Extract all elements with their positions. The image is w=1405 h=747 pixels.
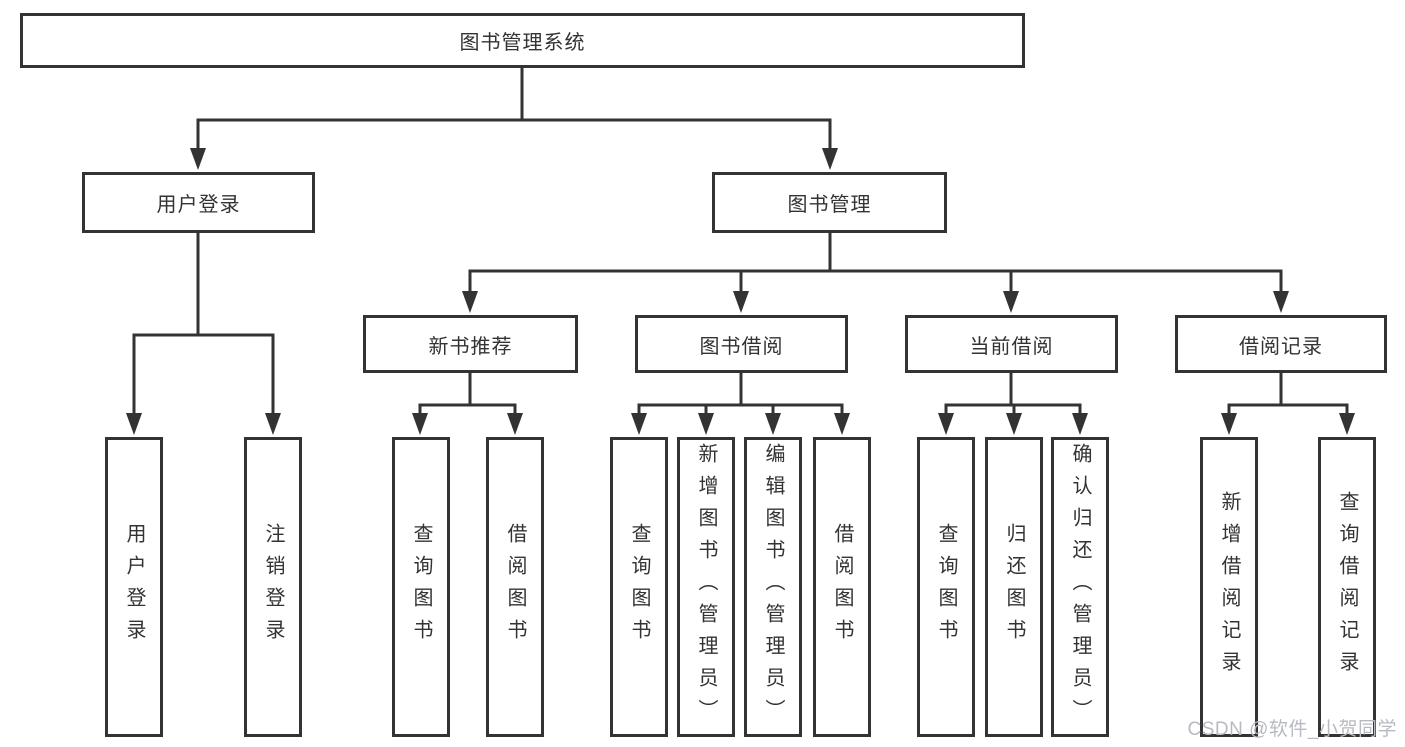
leaf-rec-query-book-label: 查询图书: [410, 523, 432, 651]
leaf-cb-query-book-label: 查询图书: [935, 523, 957, 651]
arrow-down-icon: [834, 413, 850, 435]
leaf-cb-return-book: 归还图书: [985, 437, 1043, 737]
node-current-borrow: 当前借阅: [905, 315, 1118, 373]
connector-user-branch: [132, 231, 275, 415]
arrow-down-icon: [1072, 413, 1088, 435]
node-new-book-recommend-label: 新书推荐: [428, 335, 513, 358]
leaf-bb-edit-book-admin-label: 编辑图书（管理员）: [762, 443, 784, 731]
arrow-down-icon: [126, 413, 142, 435]
node-root: 图书管理系统: [20, 13, 1025, 68]
leaf-bb-edit-book-admin: 编辑图书（管理员）: [744, 437, 802, 737]
leaf-br-add-record: 新增借阅记录: [1200, 437, 1258, 737]
arrow-down-icon: [462, 291, 478, 313]
arrow-down-icon: [1273, 291, 1289, 313]
leaf-rec-borrow-book-label: 借阅图书: [504, 523, 526, 651]
node-borrow-records-label: 借阅记录: [1239, 335, 1323, 358]
leaf-bb-query-book: 查询图书: [610, 437, 668, 737]
arrow-down-icon: [1006, 413, 1022, 435]
leaf-br-add-record-label: 新增借阅记录: [1218, 491, 1240, 683]
leaf-logout-label: 注销登录: [262, 523, 284, 651]
node-book-management-label: 图书管理: [787, 194, 872, 216]
csdn-watermark: CSDN @软件_小贺同学: [1187, 719, 1397, 740]
node-borrow-records: 借阅记录: [1175, 315, 1387, 373]
leaf-cb-confirm-return-admin: 确认归还（管理员）: [1051, 437, 1109, 737]
arrow-down-icon: [631, 413, 647, 435]
connector-root-branch: [196, 66, 832, 150]
connector-mgmt-branch: [468, 231, 1283, 293]
leaf-rec-query-book: 查询图书: [392, 437, 450, 737]
leaf-br-query-record: 查询借阅记录: [1318, 437, 1376, 737]
leaf-cb-confirm-return-admin-label: 确认归还（管理员）: [1069, 443, 1091, 731]
node-book-borrow: 图书借阅: [635, 315, 848, 373]
connector-rec-branch: [418, 371, 517, 415]
leaf-bb-borrow-book-label: 借阅图书: [831, 523, 853, 651]
connector-current-branch: [944, 371, 1082, 415]
leaf-user-login-label: 用户登录: [123, 523, 145, 651]
node-new-book-recommend: 新书推荐: [363, 315, 578, 373]
arrow-down-icon: [507, 413, 523, 435]
leaf-bb-borrow-book: 借阅图书: [813, 437, 871, 737]
arrow-down-icon: [1003, 291, 1019, 313]
leaf-cb-query-book: 查询图书: [917, 437, 975, 737]
leaf-bb-add-book-admin-label: 新增图书（管理员）: [695, 443, 717, 731]
leaf-bb-add-book-admin: 新增图书（管理员）: [677, 437, 735, 737]
arrow-down-icon: [412, 413, 428, 435]
leaf-user-login: 用户登录: [105, 437, 163, 737]
node-book-borrow-label: 图书借阅: [699, 335, 784, 358]
arrow-down-icon: [698, 413, 714, 435]
leaf-logout: 注销登录: [244, 437, 302, 737]
arrow-down-icon: [190, 148, 206, 170]
arrow-down-icon: [938, 413, 954, 435]
arrow-down-icon: [1221, 413, 1237, 435]
connector-borrow-branch: [637, 371, 844, 415]
leaf-cb-return-book-label: 归还图书: [1003, 523, 1025, 651]
leaf-br-query-record-label: 查询借阅记录: [1336, 491, 1358, 683]
node-book-management: 图书管理: [712, 172, 947, 233]
arrow-down-icon: [265, 413, 281, 435]
node-root-label: 图书管理系统: [459, 32, 586, 54]
leaf-rec-borrow-book: 借阅图书: [486, 437, 544, 737]
arrow-down-icon: [765, 413, 781, 435]
node-user-login-label: 用户登录: [156, 194, 241, 216]
arrow-down-icon: [1339, 413, 1355, 435]
arrow-down-icon: [822, 148, 838, 170]
arrow-down-icon: [733, 291, 749, 313]
connector-records-branch: [1227, 371, 1349, 415]
node-user-login: 用户登录: [82, 172, 315, 233]
node-current-borrow-label: 当前借阅: [969, 335, 1054, 358]
leaf-bb-query-book-label: 查询图书: [628, 523, 650, 651]
